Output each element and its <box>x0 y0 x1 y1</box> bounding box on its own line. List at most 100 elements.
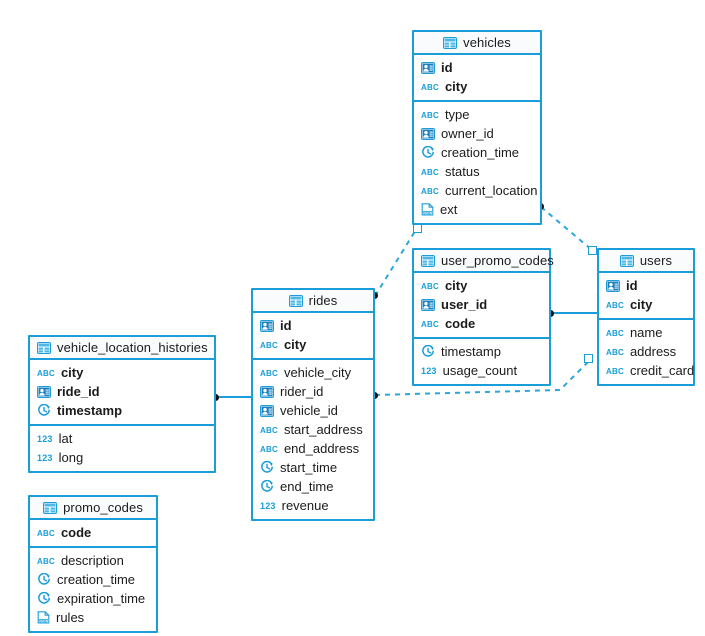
json-document-icon: JSON <box>421 203 434 216</box>
table-user-promo-codes[interactable]: user_promo_codes ABC city user_id ABC co… <box>412 248 554 386</box>
table-icon <box>443 36 458 49</box>
column-label: credit_card <box>629 363 695 378</box>
column-label: id <box>626 278 638 293</box>
clock-timestamp-icon <box>260 480 274 493</box>
svg-text:JSON: JSON <box>39 620 49 624</box>
abc-string-icon: ABC <box>606 300 624 310</box>
column-row[interactable]: ABC name <box>599 323 693 342</box>
column-label: city <box>60 365 84 380</box>
column-label: type <box>444 107 470 122</box>
column-label: code <box>60 525 92 540</box>
column-row[interactable]: timestamp <box>30 401 214 420</box>
column-row[interactable]: ride_id <box>30 382 214 401</box>
column-row[interactable]: JSON rules <box>30 608 156 627</box>
column-row[interactable]: creation_time <box>414 143 540 162</box>
column-label: vehicle_id <box>280 403 338 418</box>
column-label: start_time <box>280 460 338 475</box>
column-row[interactable]: ABC code <box>414 314 549 333</box>
column-label: rider_id <box>280 384 324 399</box>
column-row[interactable]: rider_id <box>253 382 373 401</box>
primary-key-section: id ABC city <box>414 55 540 102</box>
column-row[interactable]: start_time <box>253 458 373 477</box>
column-row[interactable]: 123 usage_count <box>414 361 549 380</box>
abc-string-icon: ABC <box>260 368 278 378</box>
abc-string-icon: ABC <box>421 110 439 120</box>
abc-string-icon: ABC <box>260 425 278 435</box>
column-label: usage_count <box>442 363 518 378</box>
column-row[interactable]: end_time <box>253 477 373 496</box>
abc-string-icon: ABC <box>37 368 55 378</box>
column-label: creation_time <box>57 572 136 587</box>
column-label: revenue <box>281 498 329 513</box>
column-row[interactable]: ABC city <box>414 77 540 96</box>
column-label: code <box>444 316 476 331</box>
key-identity-icon <box>421 127 435 140</box>
json-document-icon: JSON <box>37 611 50 624</box>
column-row[interactable]: 123 long <box>30 448 214 467</box>
edge-endpoint-users-one-top <box>588 246 597 255</box>
column-label: city <box>283 337 307 352</box>
table-vehicles[interactable]: vehicles id ABC city ABC type owner_id <box>412 30 542 225</box>
columns-section: timestamp 123 usage_count <box>414 339 549 384</box>
column-label: city <box>629 297 653 312</box>
column-row[interactable]: ABC city <box>599 295 693 314</box>
columns-section: ABC type owner_id creation_time ABC stat… <box>414 102 540 223</box>
table-icon <box>288 294 303 307</box>
table-rides[interactable]: rides id ABC city ABC vehicle_city rider… <box>251 288 375 521</box>
clock-timestamp-icon <box>421 146 435 159</box>
clock-timestamp-icon <box>421 345 435 358</box>
column-label: rules <box>56 610 85 625</box>
column-row[interactable]: ABC current_location <box>414 181 540 200</box>
column-row[interactable]: ABC type <box>414 105 540 124</box>
key-identity-icon <box>421 61 435 74</box>
key-identity-icon <box>37 385 51 398</box>
column-row[interactable]: ABC credit_card <box>599 361 695 380</box>
table-icon <box>421 254 435 267</box>
table-promo-codes[interactable]: promo_codes ABC code ABC description cre… <box>28 495 158 633</box>
column-row[interactable]: vehicle_id <box>253 401 373 420</box>
column-label: creation_time <box>441 145 520 160</box>
column-row[interactable]: creation_time <box>30 570 156 589</box>
table-vehicle-location-histories[interactable]: vehicle_location_histories ABC city ride… <box>28 335 216 473</box>
edge-rides-vehicles <box>374 227 418 297</box>
column-row[interactable]: ABC city <box>414 276 549 295</box>
abc-string-icon: ABC <box>421 167 439 177</box>
column-row[interactable]: ABC city <box>253 335 373 354</box>
table-users[interactable]: users id ABC city ABC name ABC address A… <box>597 248 695 386</box>
key-identity-icon <box>421 298 435 311</box>
column-label: owner_id <box>441 126 494 141</box>
column-row[interactable]: ABC description <box>30 551 156 570</box>
primary-key-section: ABC city ride_id timestamp <box>30 360 214 426</box>
column-row[interactable]: ABC address <box>599 342 693 361</box>
column-row[interactable]: 123 revenue <box>253 496 373 515</box>
column-row[interactable]: ABC code <box>30 523 156 542</box>
column-row[interactable]: expiration_time <box>30 589 156 608</box>
column-row[interactable]: JSON ext <box>414 200 540 219</box>
abc-string-icon: ABC <box>421 281 439 291</box>
column-row[interactable]: 123 lat <box>30 429 214 448</box>
column-row[interactable]: timestamp <box>414 342 549 361</box>
table-icon <box>43 501 58 514</box>
column-row[interactable]: ABC status <box>414 162 540 181</box>
column-row[interactable]: owner_id <box>414 124 540 143</box>
column-label: current_location <box>444 183 538 198</box>
column-row[interactable]: id <box>414 58 540 77</box>
column-label: description <box>60 553 124 568</box>
column-row[interactable]: ABC end_address <box>253 439 373 458</box>
column-row[interactable]: user_id <box>414 295 549 314</box>
abc-string-icon: ABC <box>37 528 55 538</box>
column-label: status <box>444 164 480 179</box>
column-label: user_id <box>441 297 488 312</box>
clock-timestamp-icon <box>37 573 51 586</box>
column-row[interactable]: id <box>253 316 373 335</box>
svg-text:JSON: JSON <box>423 212 433 216</box>
column-row[interactable]: ABC vehicle_city <box>253 363 373 382</box>
table-name: user_promo_codes <box>441 253 554 268</box>
abc-string-icon: ABC <box>421 82 439 92</box>
column-row[interactable]: ABC start_address <box>253 420 373 439</box>
key-identity-icon <box>260 385 274 398</box>
edge-vehicles-users <box>540 206 593 251</box>
column-row[interactable]: id <box>599 276 693 295</box>
abc-string-icon: ABC <box>606 328 624 338</box>
column-row[interactable]: ABC city <box>30 363 214 382</box>
